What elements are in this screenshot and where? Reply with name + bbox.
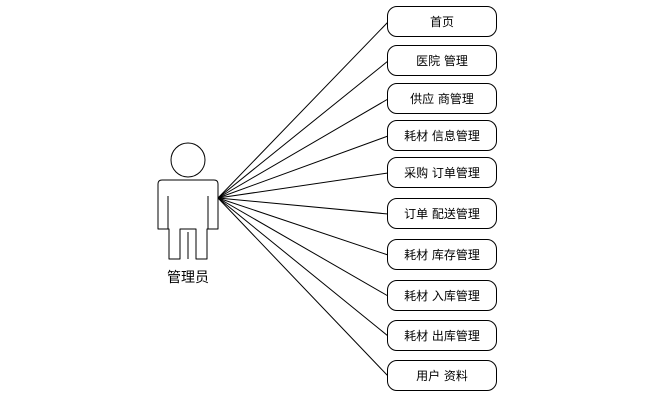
association-line-5 [217, 172, 389, 199]
association-lines [217, 21, 389, 377]
use-case-purchase-orders: 采购 订单管理 [387, 157, 497, 188]
association-line-2 [217, 60, 389, 199]
association-line-1 [217, 21, 389, 199]
use-case-consumables-info: 耗材 信息管理 [387, 120, 497, 151]
use-case-stock-out: 耗材 出库管理 [387, 320, 497, 351]
use-case-order-delivery: 订单 配送管理 [387, 198, 497, 229]
association-line-10 [217, 197, 389, 377]
use-case-hospital-management: 医院 管理 [387, 45, 497, 76]
association-line-7 [217, 197, 389, 256]
actor-head [170, 142, 206, 178]
actor-body [157, 179, 219, 260]
actor-figure [157, 142, 219, 260]
association-line-8 [217, 197, 389, 297]
association-line-6 [217, 197, 389, 215]
association-line-3 [217, 98, 389, 199]
use-case-inventory: 耗材 库存管理 [387, 239, 497, 270]
use-case-user-profile: 用户 资料 [387, 360, 497, 391]
use-case-supplier-management: 供应 商管理 [387, 83, 497, 114]
use-case-home: 首页 [387, 6, 497, 37]
association-line-9 [217, 197, 389, 337]
actor-label: 管理员 [167, 270, 209, 286]
association-line-4 [217, 135, 389, 199]
use-case-stock-in: 耗材 入库管理 [387, 280, 497, 311]
